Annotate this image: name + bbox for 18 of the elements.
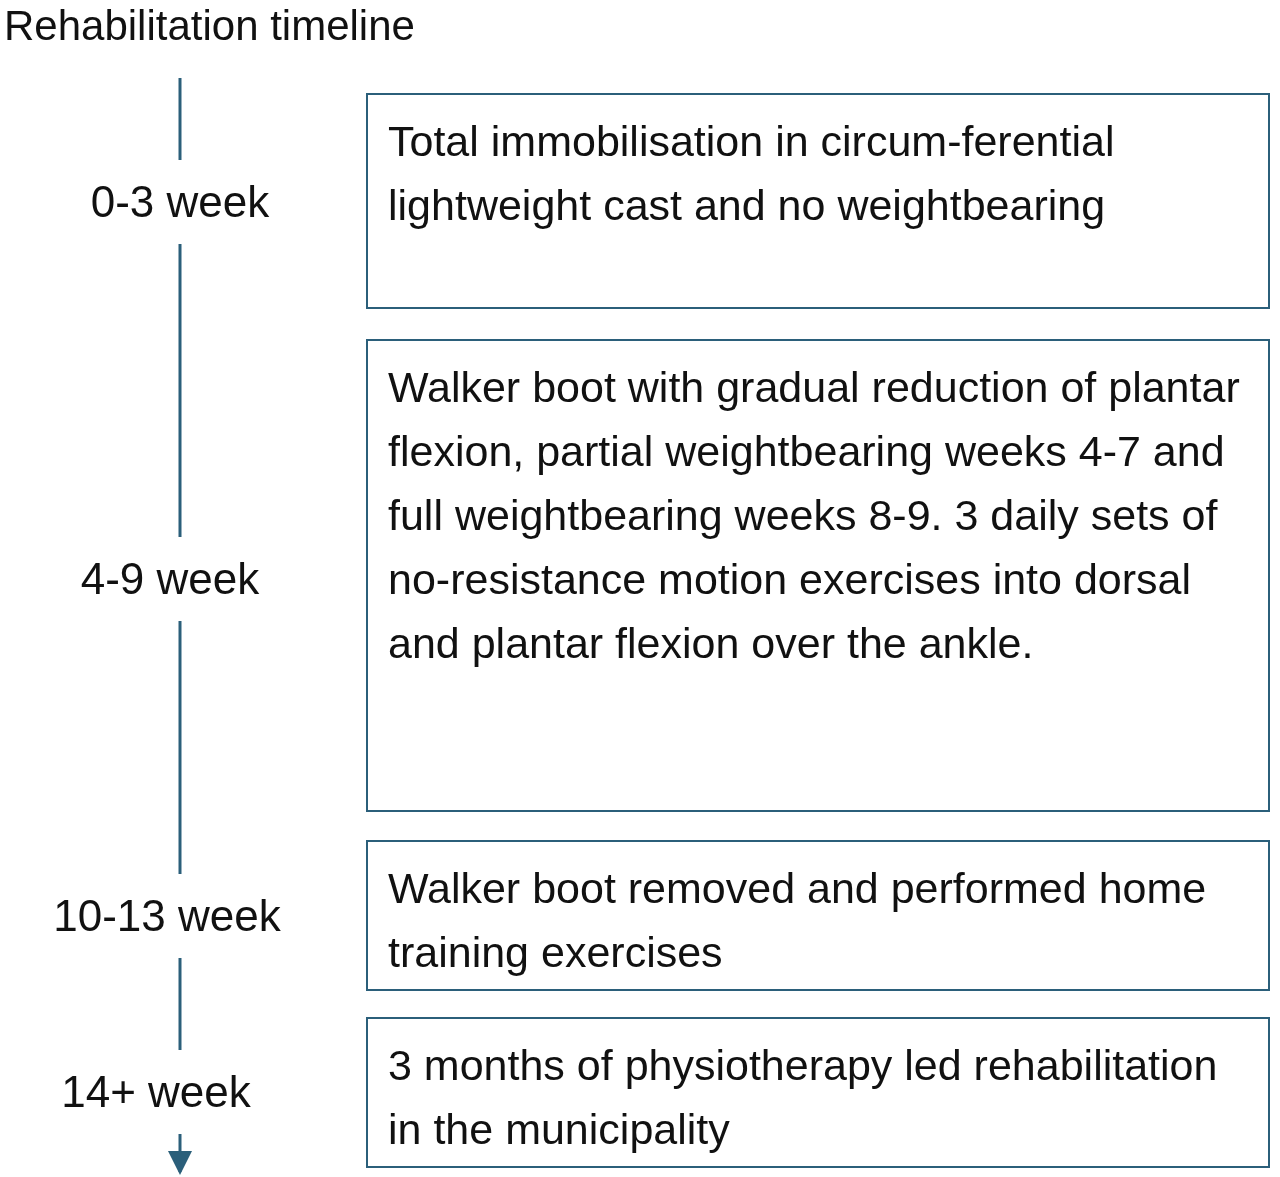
- week-label: 14+ week: [6, 1050, 306, 1134]
- timeline-line: [178, 78, 182, 160]
- timeline-line: [178, 244, 182, 537]
- week-label: 10-13 week: [17, 874, 317, 958]
- phase-box: [366, 1017, 1270, 1168]
- week-label: 4-9 week: [20, 537, 320, 621]
- diagram-title: Rehabilitation timeline: [4, 2, 415, 50]
- timeline-line: [178, 621, 182, 874]
- phase-description: Total immobilisation in circum-ferential lightweight cast and no weightbearing: [388, 116, 1116, 231]
- phase-box: [366, 93, 1270, 309]
- week-label: 0-3 week: [30, 160, 330, 244]
- timeline-line: [178, 958, 182, 1050]
- timeline-arrow: [168, 1134, 192, 1175]
- phase-box: [366, 339, 1270, 812]
- phase-box: [366, 840, 1270, 991]
- phase-description: 3 months of physiotherapy led rehabilitation in the municipality: [388, 1040, 1219, 1155]
- phase-description: Walker boot removed and performed home training exercises: [388, 863, 1208, 978]
- phase-description: Walker boot with gradual reduction of plantar flexion, partial weightbearing weeks 4-7 and full weightbearing weeks 8-9. 3 daily sets of no-resistance motion exercises into dorsal and plantar flexion over the ankle.: [388, 362, 1241, 669]
